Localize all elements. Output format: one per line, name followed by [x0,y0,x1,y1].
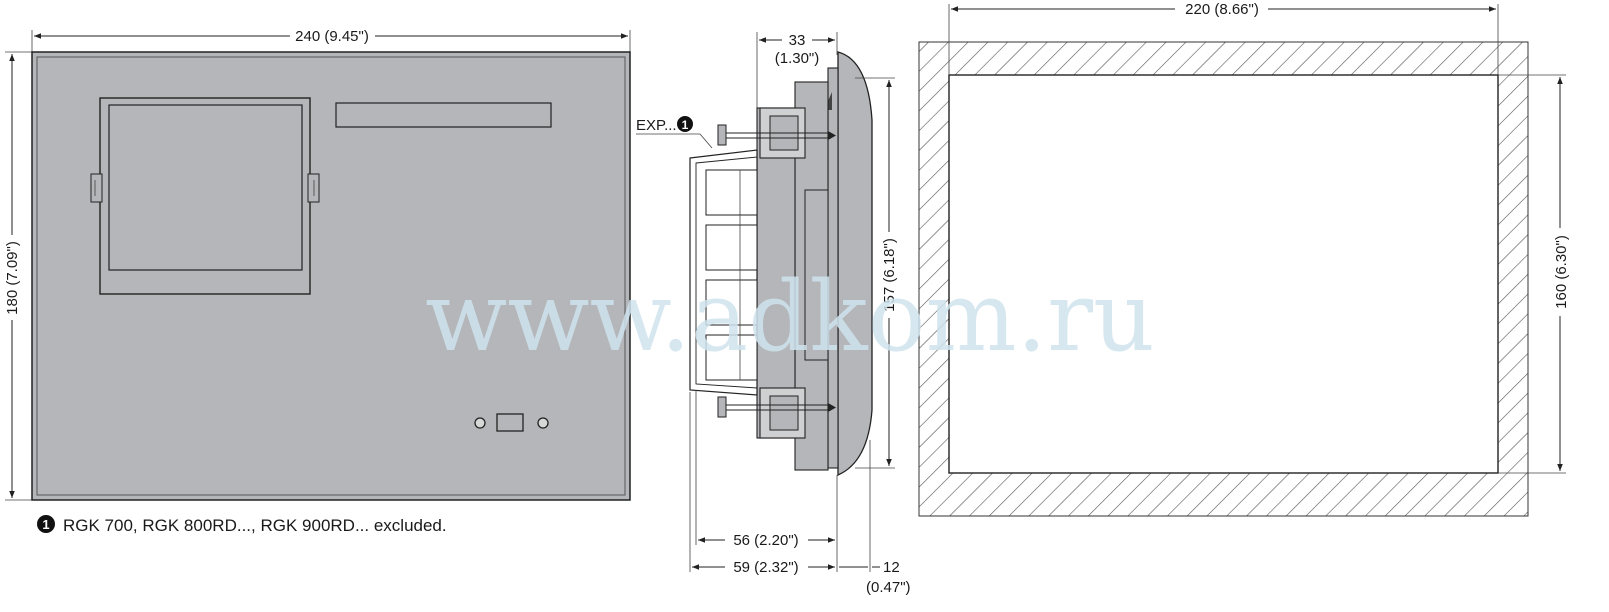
dim-59-label: 59 (2.32") [733,559,798,576]
top-screw-head-icon [717,124,727,146]
side-view: 33 (1.30") EXP... 1 [636,32,911,596]
front-bezel [837,51,873,476]
footnote: 1 RGK 700, RGK 800RD..., RGK 900RD... ex… [37,515,447,535]
exp-marker-number: 1 [682,118,689,132]
front-view: 240 (9.45") 180 (7.09") [4,28,631,501]
dim-12-label: 12 [883,559,900,576]
led-right-icon [537,417,549,429]
footnote-marker-number: 1 [42,517,49,532]
label-strip [335,102,552,128]
exp-label: EXP... [636,117,677,134]
front-width-label: 240 (9.45") [295,28,369,45]
led-left-icon [474,417,486,429]
cutout-width-label: 220 (8.66") [1185,1,1259,18]
dim-56-label: 56 (2.20") [733,532,798,549]
side-depth-33-label: 33 [789,32,806,49]
left-clip [90,173,103,203]
side-height-label: 157 (6.18") [881,238,898,312]
watermark-text: www.adkom.ru [425,261,1155,373]
exp-marker-icon [677,116,693,132]
usb-port-icon [496,413,524,432]
dim-12-inch-label: (0.47") [866,579,911,596]
cutout-height-label: 160 (6.30") [1553,235,1570,309]
footnote-marker-icon [37,515,55,533]
bottom-screw-head-icon [717,396,727,418]
front-height-label: 180 (7.09") [4,241,21,315]
side-depth-33-inch-label: (1.30") [775,50,820,67]
panel-cutout [948,74,1499,474]
right-clip [307,173,320,203]
cutout-view: 220 (8.66") 160 (6.30") [918,1,1570,517]
footnote-text: RGK 700, RGK 800RD..., RGK 900RD... excl… [63,516,447,535]
